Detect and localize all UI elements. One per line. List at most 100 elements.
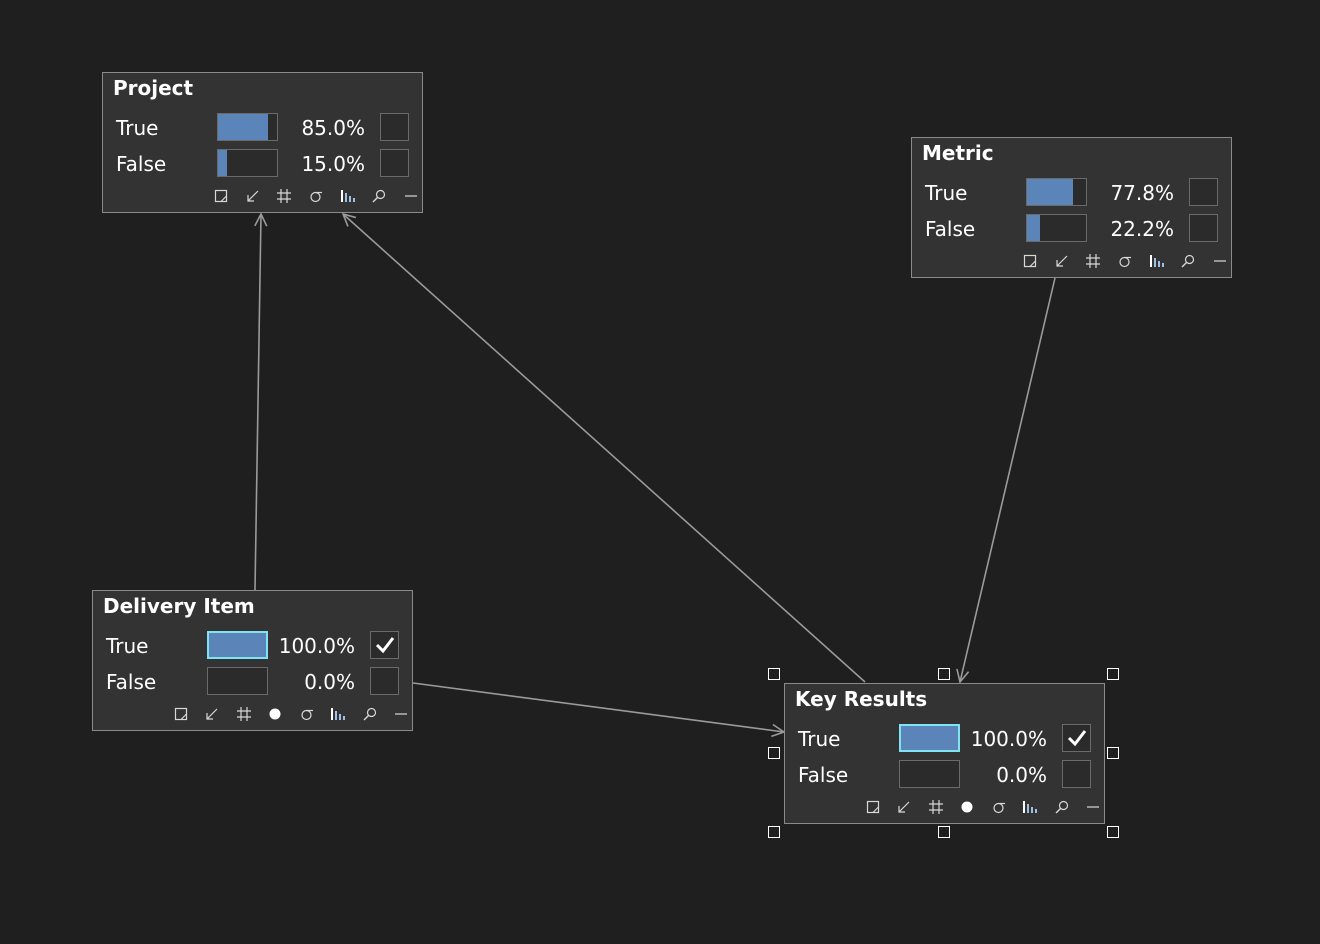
node-metric[interactable]: Metric True 77.8% False 22.2% [911,137,1232,278]
grid-icon[interactable] [234,704,254,724]
state-row-false: False 15.0% [103,149,422,179]
probability-bar [207,667,268,695]
edge-delivery-item-to-project[interactable] [255,214,261,591]
sigma-icon[interactable] [306,186,326,206]
state-row-true: True 100.0% [785,724,1104,754]
probability-bar [1026,214,1087,242]
evidence-dot-icon [957,797,977,817]
node-title: Key Results [795,687,928,711]
probability-bar [1026,178,1087,206]
resize-handle-top-left[interactable] [768,668,780,680]
node-toolbar [211,186,421,206]
edge-metric-to-key-results[interactable] [960,277,1056,682]
minimize-icon[interactable] [391,704,411,724]
state-row-false: False 22.2% [912,214,1231,244]
grid-icon[interactable] [1083,251,1103,271]
node-key-results[interactable]: Key Results True 100.0% False 0.0% [784,683,1105,824]
resize-handle-top[interactable] [938,668,950,680]
search-icon[interactable] [1178,251,1198,271]
evidence-dot-icon [265,704,285,724]
node-title: Metric [922,141,994,165]
bar-fill [218,150,227,176]
resize-handle-bottom-left[interactable] [768,826,780,838]
state-row-true: True 77.8% [912,178,1231,208]
node-project[interactable]: Project True 85.0% False 15.0% [102,72,423,213]
resize-icon[interactable] [1020,251,1040,271]
resize-handle-top-right[interactable] [1107,668,1119,680]
sigma-icon[interactable] [297,704,317,724]
node-title: Delivery Item [103,594,255,618]
resize-icon[interactable] [863,797,883,817]
evidence-checkbox[interactable] [1062,760,1091,788]
state-row-false: False 0.0% [785,760,1104,790]
bar-fill [1027,179,1073,205]
evidence-checkbox[interactable] [1189,214,1218,242]
collapse-arrow-icon[interactable] [202,704,222,724]
minimize-icon[interactable] [401,186,421,206]
node-title: Project [113,76,194,100]
probability-bar [899,760,960,788]
state-row-true: True 100.0% [93,631,412,661]
bar-chart-icon[interactable] [338,186,358,206]
resize-handle-right[interactable] [1107,747,1119,759]
state-label: False [925,217,976,241]
evidence-checkbox[interactable] [380,113,409,141]
evidence-checkbox[interactable] [370,667,399,695]
edge-delivery-item-to-key-results[interactable] [412,682,784,732]
bar-fill [218,114,268,140]
evidence-checkbox[interactable] [370,631,399,659]
probability-bar [217,149,278,177]
probability-value: 15.0% [301,152,365,176]
probability-value: 0.0% [304,670,355,694]
grid-icon[interactable] [274,186,294,206]
state-label: False [106,670,157,694]
evidence-checkbox[interactable] [1189,178,1218,206]
probability-bar [217,113,278,141]
evidence-checkbox[interactable] [380,149,409,177]
sigma-icon[interactable] [1115,251,1135,271]
probability-value: 100.0% [278,634,355,658]
probability-value: 100.0% [970,727,1047,751]
resize-handle-bottom-right[interactable] [1107,826,1119,838]
probability-bar [899,724,960,752]
state-label: True [798,727,841,751]
collapse-arrow-icon[interactable] [894,797,914,817]
node-delivery-item[interactable]: Delivery Item True 100.0% False 0.0% [92,590,413,731]
resize-handle-bottom[interactable] [938,826,950,838]
search-icon[interactable] [369,186,389,206]
collapse-arrow-icon[interactable] [1052,251,1072,271]
bar-chart-icon[interactable] [1147,251,1167,271]
bar-fill [209,633,266,657]
probability-value: 22.2% [1110,217,1174,241]
search-icon[interactable] [1052,797,1072,817]
sigma-icon[interactable] [989,797,1009,817]
state-row-false: False 0.0% [93,667,412,697]
probability-bar [207,631,268,659]
resize-icon[interactable] [171,704,191,724]
bar-fill [1027,215,1040,241]
probability-value: 77.8% [1110,181,1174,205]
probability-value: 85.0% [301,116,365,140]
node-toolbar [171,704,411,724]
node-toolbar [1020,251,1230,271]
state-label: False [116,152,167,176]
resize-handle-left[interactable] [768,747,780,759]
grid-icon[interactable] [926,797,946,817]
collapse-arrow-icon[interactable] [243,186,263,206]
bar-chart-icon[interactable] [1020,797,1040,817]
node-toolbar [863,797,1103,817]
bar-chart-icon[interactable] [328,704,348,724]
state-label: True [925,181,968,205]
search-icon[interactable] [360,704,380,724]
state-label: False [798,763,849,787]
minimize-icon[interactable] [1210,251,1230,271]
minimize-icon[interactable] [1083,797,1103,817]
resize-icon[interactable] [211,186,231,206]
bar-fill [901,726,958,750]
state-label: True [116,116,159,140]
edge-key-results-to-project[interactable] [343,214,866,683]
state-row-true: True 85.0% [103,113,422,143]
probability-value: 0.0% [996,763,1047,787]
evidence-checkbox[interactable] [1062,724,1091,752]
